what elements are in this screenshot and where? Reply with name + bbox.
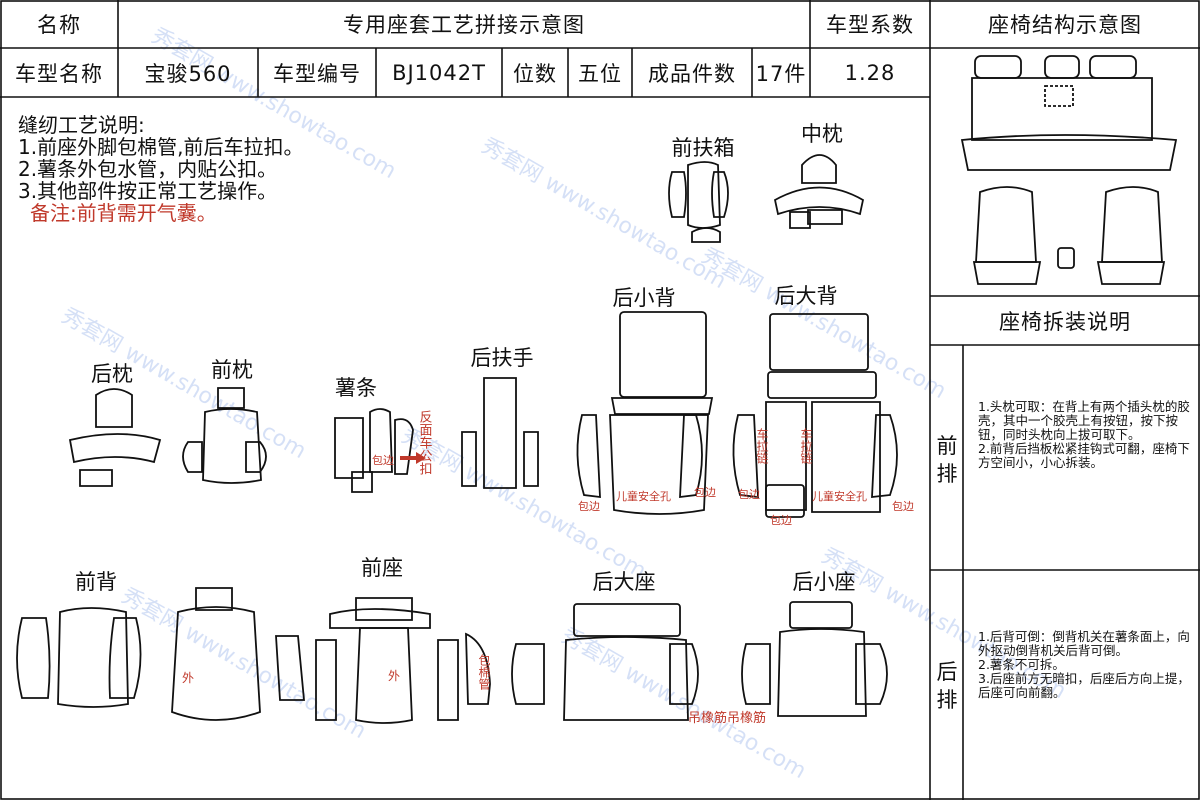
- model-code: BJ1042T: [392, 60, 486, 85]
- rear-row-label: 后排: [936, 660, 958, 712]
- label-strip: 薯条: [335, 376, 377, 400]
- pattern-pieces: [16, 55, 1178, 724]
- annotation-outer-front-back: 外: [182, 671, 194, 685]
- label-rear-small-seat: 后小座: [792, 570, 856, 594]
- pieces-value: 17件: [755, 61, 807, 86]
- annotation-wrap-cotton-tube: 包棉管: [477, 654, 491, 691]
- disassembly-title: 座椅拆装说明: [999, 309, 1131, 334]
- annotation-wrap-edge-2: 包边: [694, 486, 716, 499]
- annotation-wrap-edge-5: 包边: [892, 500, 914, 513]
- label-front-back: 前背: [75, 570, 117, 594]
- pieces-label: 成品件数: [648, 61, 736, 86]
- front-row-label: 前排: [936, 434, 958, 486]
- front-row-note: 1.头枕可取：在背上有两个插头枕的胶壳，其中一个胶壳上有按钮，按下按钮，同时头枕…: [978, 399, 1190, 442]
- front-row-note: 2.前背后挡板松紧挂钩式可翻，座椅下方空间小，小心拆装。: [978, 441, 1190, 470]
- label-front-armbox: 前扶箱: [671, 136, 735, 160]
- instruction-item: 2.薯条外包水管，内贴公扣。: [18, 157, 278, 181]
- annotation-rubber-strip: 吊橡筋吊橡筋: [688, 710, 766, 726]
- watermark-text: 秀套网 www.showtao.com: [697, 244, 950, 405]
- label-rear-pillow: 后枕: [91, 362, 133, 386]
- annotation-reverse-velcro: 反面车公扣: [417, 410, 433, 475]
- annotation-wrap-edge-4: 包边: [770, 514, 792, 527]
- annotation-pull-chain-right: 车拉链: [799, 427, 813, 464]
- label-rear-small-back: 后小背: [612, 286, 676, 310]
- label-front-pillow: 前枕: [211, 358, 253, 382]
- label-middle-pillow: 中枕: [801, 122, 843, 146]
- header-coef-label: 车型系数: [826, 13, 914, 37]
- annotation-wrap-edge-1: 包边: [578, 500, 600, 513]
- annotation-wrap-edge-3: 包边: [738, 488, 760, 501]
- struct-title: 座椅结构示意图: [988, 13, 1142, 37]
- coef-value: 1.28: [844, 60, 896, 85]
- seats-value: 五位: [578, 61, 622, 86]
- model-name: 宝骏560: [144, 61, 232, 86]
- seats-label: 位数: [513, 61, 557, 86]
- label-front-seat: 前座: [361, 556, 403, 580]
- sewing-instructions: 缝纫工艺说明: 1.前座外脚包棉管,前后车拉扣。 2.薯条外包水管，内贴公扣。 …: [18, 114, 303, 224]
- rear-row-note: 2.薯条不可拆。: [978, 657, 1065, 672]
- front-row-notes: 1.头枕可取：在背上有两个插头枕的胶壳，其中一个胶壳上有按钮，按下按钮，同时头枕…: [978, 400, 1193, 470]
- rear-row-note: 3.后座前方无暗扣，后座后方向上提，后座可向前翻。: [978, 671, 1190, 700]
- instruction-item: 3.其他部件按正常工艺操作。: [18, 179, 278, 203]
- instruction-item: 1.前座外脚包棉管,前后车拉扣。: [18, 135, 304, 159]
- rear-row-notes: 1.后背可倒：倒背机关在薯条面上，向外抠动倒背机关后背可倒。 2.薯条不可拆。 …: [978, 630, 1193, 700]
- label-rear-armrest: 后扶手: [470, 346, 534, 370]
- annotation-outer-front-seat: 外: [388, 669, 400, 683]
- annotation-pull-chain-left: 车拉链: [755, 427, 769, 464]
- page-title: 专用座套工艺拼接示意图: [343, 13, 585, 37]
- instruction-note: 备注:前背需开气囊。: [30, 201, 217, 225]
- annotation-child-seat-right: 儿童安全孔: [812, 489, 867, 503]
- model-code-label: 车型编号: [273, 61, 361, 86]
- label-rear-big-seat: 后大座: [592, 570, 656, 594]
- pattern-annotations: 反面车公扣 外 外 包棉管 车拉链 车拉链 儿童安全孔 儿童安全孔 包边 包边 …: [182, 410, 914, 726]
- annotation-child-seat-left: 儿童安全孔: [616, 489, 671, 503]
- header-name-label: 名称: [37, 13, 81, 37]
- model-name-label: 车型名称: [15, 61, 103, 86]
- rear-row-note: 1.后背可倒：倒背机关在薯条面上，向外抠动倒背机关后背可倒。: [978, 629, 1190, 658]
- annotation-wrap-edge-strip: 包边: [372, 454, 394, 467]
- instructions-heading: 缝纫工艺说明:: [18, 113, 145, 137]
- label-rear-big-back: 后大背: [774, 284, 838, 308]
